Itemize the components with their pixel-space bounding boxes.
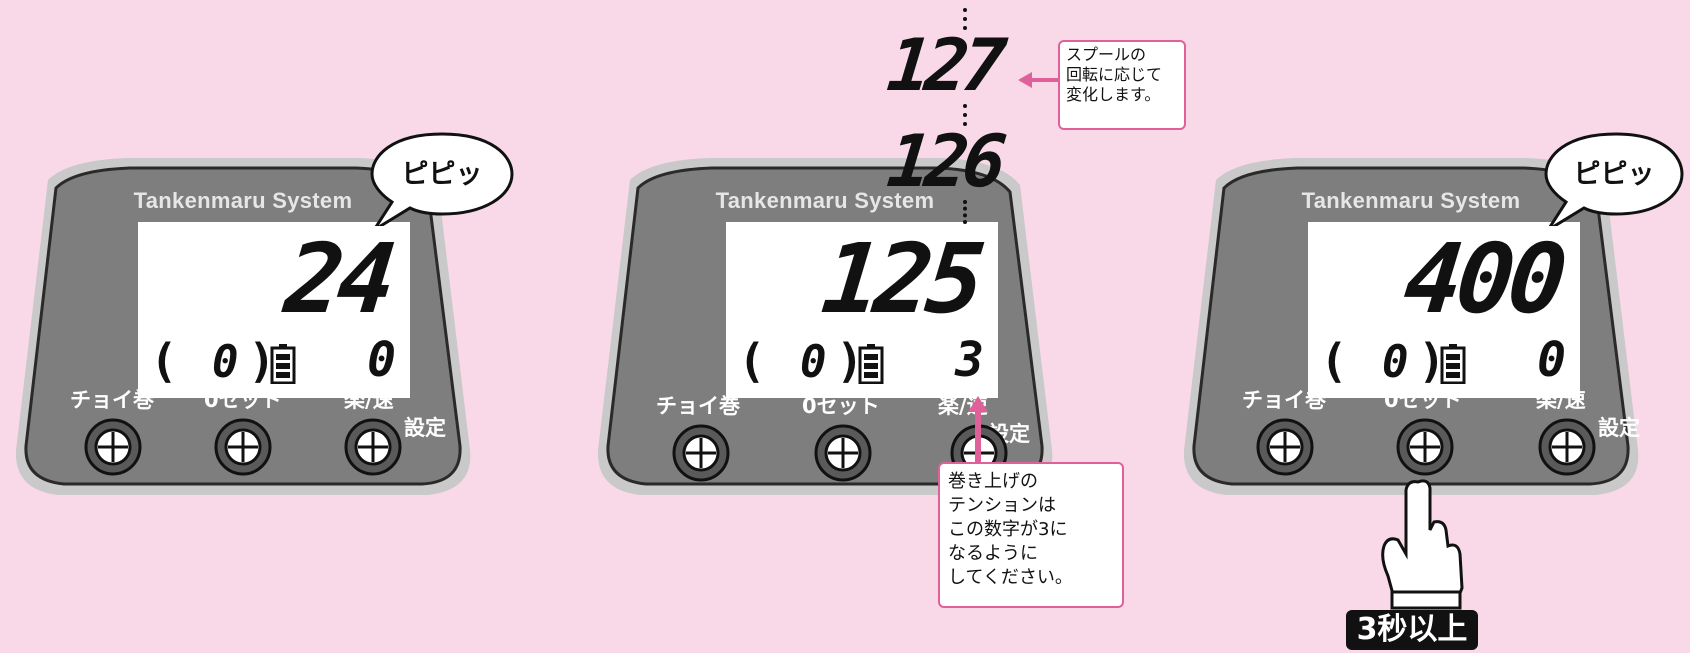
rakusoku-label: 楽/速 [1536,388,1586,412]
lcd-screen: 125 ( 0 ) 3 [726,222,998,398]
rakusoku-button[interactable] [1538,418,1596,476]
mode-digit: 0 [1382,337,1409,388]
tension-callout: 巻き上げの テンションは この数字が3に なるように してください。 [938,462,1124,608]
choimaki-label: チョイ巻 [656,394,740,418]
counter-next-2: 127 [883,23,1005,107]
pointing-hand-icon [1381,479,1464,610]
lcd-screen: 400 ( 0 ) 0 [1308,222,1580,398]
lcd-status-row: ( 0 ) 0 [150,332,396,388]
dotted-line [963,200,971,224]
arrow-icon [968,396,988,466]
brand-label: Tankenmaru System [715,188,935,213]
device-panel-3: Tankenmaru System 400 ( 0 ) 0 チョイ巻 0セット … [1176,150,1646,540]
choimaki-button[interactable] [672,424,730,482]
tension-value: 0 [367,332,396,388]
choimaki-button[interactable] [1256,418,1314,476]
choimaki-button[interactable] [84,418,142,476]
spool-callout: スプールの 回転に応じて 変化します。 [1058,40,1186,130]
counter-next-1: 126 [883,119,1005,203]
dotted-line [963,8,971,30]
settei-label: 設定 [1598,416,1640,440]
mode-digit: 0 [212,337,239,388]
tension-value: 3 [955,332,984,388]
hold-duration-badge: 3秒以上 [1346,610,1478,650]
rakusoku-label: 楽/速 [344,388,394,412]
zeroset-label: 0セット [204,388,282,412]
device-panel-2: Tankenmaru System 125 ( 0 ) 3 チョイ巻 0セット … [590,150,1060,540]
arrow-icon [1018,72,1058,88]
mode-digit: 0 [800,337,827,388]
rakusoku-button[interactable] [344,418,402,476]
zeroset-button[interactable] [214,418,272,476]
battery-icon [858,344,884,384]
counter-value: 24 [280,223,396,335]
brand-label: Tankenmaru System [133,188,353,213]
zeroset-button[interactable] [1396,418,1454,476]
counter-value: 400 [1398,223,1566,335]
dotted-line [963,104,971,126]
battery-icon [1440,344,1466,384]
lcd-status-row: ( 0 ) 3 [738,332,984,388]
battery-icon [270,344,296,384]
zeroset-label: 0セット [1384,388,1462,412]
zeroset-button[interactable] [814,424,872,482]
zeroset-label: 0セット [802,394,880,418]
choimaki-label: チョイ巻 [1242,388,1326,412]
tension-value: 0 [1537,332,1566,388]
device-panel-1: Tankenmaru System 24 ( 0 ) 0 チョイ巻 0セット 楽… [8,150,478,540]
beep-bubble-1: ピピッ [366,126,518,232]
counter-value: 125 [816,223,984,335]
beep-bubble-3: ピピッ [1540,126,1688,232]
lcd-status-row: ( 0 ) 0 [1320,332,1566,388]
choimaki-label: チョイ巻 [70,388,154,412]
lcd-screen: 24 ( 0 ) 0 [138,222,410,398]
settei-label: 設定 [404,416,446,440]
brand-label: Tankenmaru System [1301,188,1521,213]
